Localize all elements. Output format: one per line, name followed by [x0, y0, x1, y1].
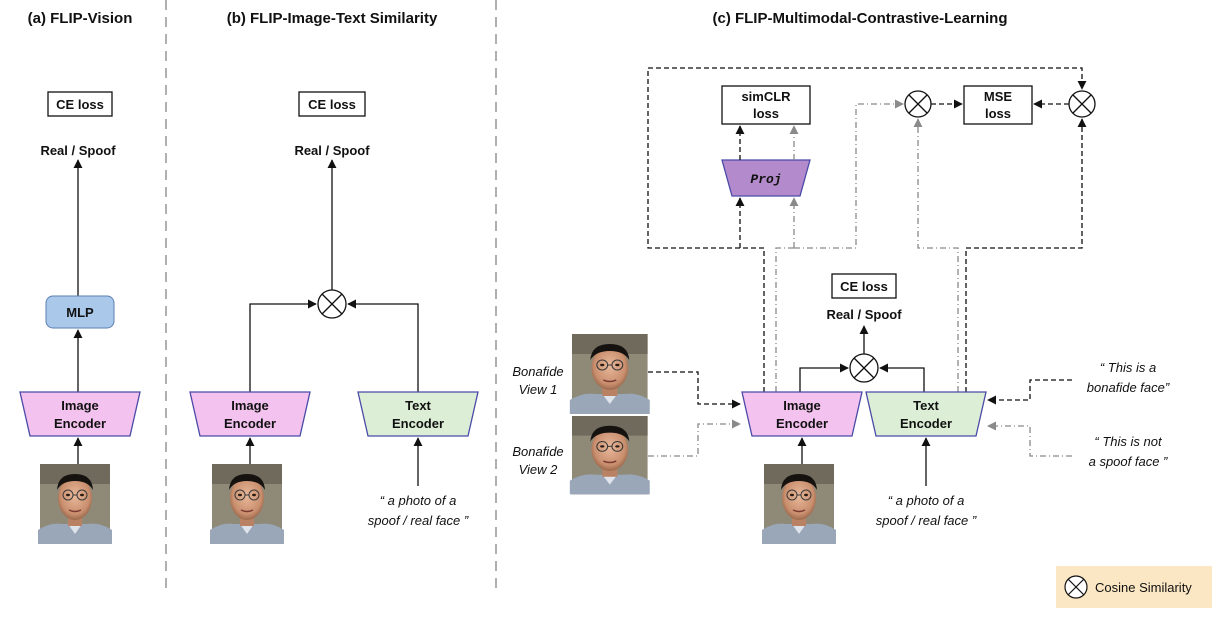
- text-neg-to-cos-left-arrow: [913, 118, 959, 392]
- prompt-pos-arrow: [987, 379, 1072, 405]
- image-encoder-b: [189, 391, 311, 437]
- view2-to-cos-left-arrow: [794, 99, 904, 249]
- mlp-label: MLP: [66, 305, 94, 320]
- panel-c-title: (c) FLIP-Multimodal-Contrastive-Learning: [712, 10, 1007, 27]
- image-encoder-a: [19, 391, 141, 437]
- real-spoof-c-label: Real / Spoof: [826, 307, 902, 322]
- real-spoof-label: Real / Spoof: [40, 143, 116, 158]
- simclr-loss-box: [721, 85, 811, 125]
- view1-feature-loop: [647, 67, 1087, 249]
- image-to-similarity-arrow: [249, 299, 317, 392]
- image-encoder-c-line2: Encoder: [776, 416, 828, 431]
- face-photo-b: [209, 463, 285, 545]
- text-to-center-cos-arrow: [879, 363, 925, 392]
- panel-c: (c) FLIP-Multimodal-Contrastive-Learning…: [512, 10, 1170, 545]
- face-photo-c: [761, 463, 837, 545]
- image-encoder-view1-line: [740, 247, 765, 392]
- legend-label: Cosine Similarity: [1095, 580, 1192, 595]
- ce-loss-box-b: [298, 91, 366, 117]
- image-encoder-c: [741, 391, 863, 437]
- text-encoder-b: [357, 391, 479, 437]
- ce-loss-box-c: [831, 273, 897, 299]
- image-encoder-c-line1: Image: [783, 398, 821, 413]
- real-spoof-b-label: Real / Spoof: [294, 143, 370, 158]
- ce-loss-box: [47, 91, 113, 117]
- prompt-b-line1: “ a photo of a: [380, 493, 457, 508]
- prompt-neg-line1: “ This is not: [1094, 434, 1163, 449]
- text-encoder-c-line1: Text: [913, 398, 939, 413]
- proj-head: [721, 159, 811, 197]
- mlp-box: [45, 295, 115, 329]
- legend: Cosine Similarity: [1056, 566, 1212, 608]
- image-encoder-a-line1: Image: [61, 398, 99, 413]
- cosine-similarity-icon-left: [904, 90, 932, 118]
- image-to-center-cos-arrow: [799, 363, 849, 392]
- prompt-pos-line1: “ This is a: [1100, 360, 1156, 375]
- ce-loss-label: CE loss: [56, 97, 104, 112]
- panel-b-title: (b) FLIP-Image-Text Similarity: [227, 10, 438, 27]
- panel-a: (a) FLIP-Vision CE loss Real / Spoof MLP…: [19, 10, 141, 545]
- view2-to-encoder-arrow: [648, 419, 741, 457]
- mse-line1: MSE: [984, 89, 1013, 104]
- prompt-b-line2: spoof / real face ”: [368, 513, 469, 528]
- image-encoder-a-line2: Encoder: [54, 416, 106, 431]
- text-encoder-b-line2: Encoder: [392, 416, 444, 431]
- view1-line2: View 1: [519, 382, 558, 397]
- text-encoder-b-line1: Text: [405, 398, 431, 413]
- simclr-line2: loss: [753, 106, 779, 121]
- text-encoder-c: [865, 391, 987, 437]
- image-encoder-b-line2: Encoder: [224, 416, 276, 431]
- prompt-class-line1: “ a photo of a: [888, 493, 965, 508]
- face-photo-a: [37, 463, 113, 545]
- cosine-similarity-icon-right: [1068, 90, 1096, 118]
- image-encoder-view2-line: [775, 247, 794, 392]
- panel-b: (b) FLIP-Image-Text Similarity CE loss R…: [189, 10, 479, 545]
- view1-to-encoder-arrow: [648, 371, 741, 409]
- face-photo-view1: [569, 333, 651, 415]
- face-photo-view2: [569, 415, 651, 496]
- view2-line1: Bonafide: [512, 444, 563, 459]
- view1-line1: Bonafide: [512, 364, 563, 379]
- ce-loss-b-label: CE loss: [308, 97, 356, 112]
- prompt-pos-line2: bonafide face”: [1087, 380, 1170, 395]
- mse-line2: loss: [985, 106, 1011, 121]
- mse-loss-box: [963, 85, 1033, 125]
- legend-cosine-icon: [1064, 575, 1088, 599]
- panel-a-title: (a) FLIP-Vision: [28, 10, 133, 27]
- prompt-class-line2: spoof / real face ”: [876, 513, 977, 528]
- cosine-similarity-icon-center: [849, 353, 879, 383]
- prompt-neg-arrow: [987, 421, 1072, 457]
- cosine-similarity-icon: [317, 289, 347, 319]
- view2-line2: View 2: [519, 462, 559, 477]
- text-to-similarity-arrow: [347, 299, 419, 392]
- text-encoder-c-line2: Encoder: [900, 416, 952, 431]
- text-pos-to-cos-right-arrow: [965, 118, 1087, 392]
- image-encoder-b-line1: Image: [231, 398, 269, 413]
- ce-loss-c-label: CE loss: [840, 279, 888, 294]
- prompt-neg-line2: a spoof face ”: [1089, 454, 1168, 469]
- proj-label: Proj: [750, 172, 781, 187]
- simclr-line1: simCLR: [741, 89, 791, 104]
